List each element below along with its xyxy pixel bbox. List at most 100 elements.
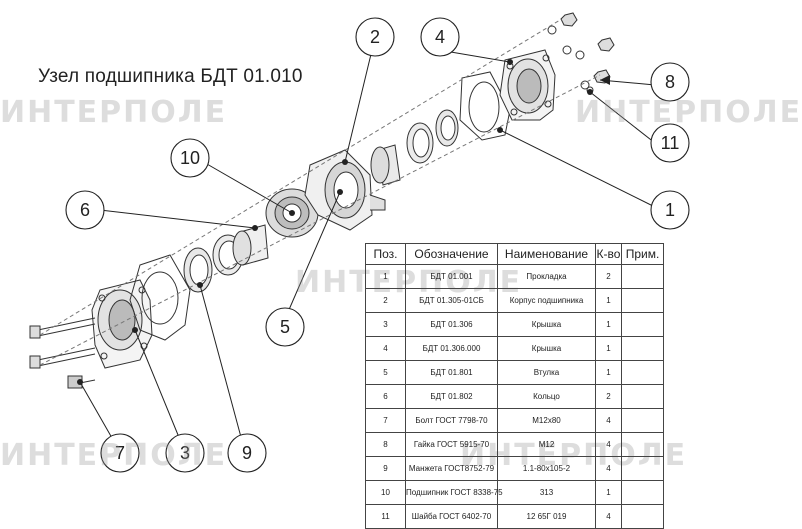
cell-position: 10 (365, 480, 406, 505)
cell-name: Крышка (497, 336, 596, 361)
cell-quantity: 1 (595, 312, 622, 337)
cell-position: 4 (365, 336, 406, 361)
cell-note (621, 480, 664, 505)
cell-quantity: 2 (595, 384, 622, 409)
cell-note (621, 432, 664, 457)
cell-note (621, 384, 664, 409)
cell-name: 313 (497, 480, 596, 505)
cell-note (621, 456, 664, 481)
part-cover-4 (499, 49, 556, 121)
cell-name: Корпус подшипника (497, 288, 596, 313)
callout-circle-6 (65, 190, 105, 230)
cell-quantity: 1 (595, 336, 622, 361)
cell-position: 2 (365, 288, 406, 313)
watermark-logo: ИНТЕРПОЛЕ (575, 95, 802, 130)
callout-circle-2 (355, 17, 395, 57)
callout-label-9: 9 (242, 443, 252, 463)
cell-designation: Шайба ГОСТ 6402-70 (405, 504, 498, 529)
part-sleeve (232, 224, 269, 266)
callout-circle-10 (170, 138, 210, 178)
drawing-title: Узел подшипника БДТ 01.010 (38, 66, 303, 87)
cell-position: 9 (365, 456, 406, 481)
cell-name: Втулка (497, 360, 596, 385)
cell-note (621, 288, 664, 313)
cell-note (621, 360, 664, 385)
header-note: Прим. (621, 243, 664, 265)
watermark-logo: ИНТЕРПОЛЕ (0, 95, 228, 130)
part-sleeve-5 (370, 144, 401, 186)
cell-note (621, 312, 664, 337)
callout-label-3: 3 (180, 443, 190, 463)
cell-name: М12х80 (497, 408, 596, 433)
callout-circle-5 (265, 307, 305, 347)
header-designation: Обозначение (405, 243, 498, 265)
callout-label-1: 1 (665, 200, 675, 220)
cell-position: 3 (365, 312, 406, 337)
parts-table-header: Поз. Обозначение Наименование К-во Прим. (365, 243, 664, 265)
cell-quantity: 4 (595, 504, 622, 529)
cell-designation: Подшипник ГОСТ 8338-75 (405, 480, 503, 505)
cell-name: Прокладка (497, 264, 596, 289)
cell-note (621, 336, 664, 361)
callout-circle-9 (227, 433, 267, 473)
cell-quantity: 1 (595, 360, 622, 385)
cell-quantity: 2 (595, 264, 622, 289)
cell-designation: БДТ 01.001 (405, 264, 498, 289)
part-cover-3 (91, 279, 153, 369)
part-gasket-1-upper (459, 71, 511, 141)
header-name: Наименование (497, 243, 596, 265)
cell-designation: Манжета ГОСТ8752-79 (405, 456, 498, 481)
part-seal-upper (435, 109, 459, 147)
cell-designation: БДТ 01.802 (405, 384, 498, 409)
callout-label-7: 7 (115, 443, 125, 463)
cell-quantity: 4 (595, 432, 622, 457)
cell-position: 6 (365, 384, 406, 409)
cell-position: 1 (365, 264, 406, 289)
callout-circle-4 (420, 17, 460, 57)
cell-quantity: 1 (595, 480, 622, 505)
drawing-canvas: 2 4 8 11 1 10 6 5 7 3 9 Узел подшипника … (0, 12, 800, 529)
callout-label-4: 4 (435, 27, 445, 47)
cell-note (621, 504, 664, 529)
cell-position: 5 (365, 360, 406, 385)
cell-name: Кольцо (497, 384, 596, 409)
parts-table: Поз. Обозначение Наименование К-во Прим.… (365, 243, 664, 529)
cell-designation: БДТ 01.801 (405, 360, 498, 385)
cell-quantity: 4 (595, 456, 622, 481)
cell-position: 8 (365, 432, 406, 457)
cell-designation: БДТ 01.305-01СБ (405, 288, 498, 313)
cell-quantity: 4 (595, 408, 622, 433)
part-ring-6-upper (406, 122, 434, 164)
callout-label-6: 6 (80, 200, 90, 220)
assembly-drawing: 2 4 8 11 1 10 6 5 7 3 9 (29, 12, 690, 473)
cell-name: Крышка (497, 312, 596, 337)
callout-label-10: 10 (180, 148, 200, 168)
watermark-logo: ИНТЕРПОЛЕ (0, 438, 228, 473)
cell-name: 12 65Г 019 (497, 504, 596, 529)
part-gasket-1-lower (129, 254, 191, 341)
cell-position: 11 (365, 504, 406, 529)
part-seal-9 (183, 247, 213, 293)
cell-note (621, 264, 664, 289)
cell-designation: Болт ГОСТ 7798-70 (405, 408, 498, 433)
callout-circle-3 (165, 433, 205, 473)
header-quantity: К-во (595, 243, 622, 265)
leader-dots (77, 59, 610, 385)
cell-designation: Гайка ГОСТ 5915-70 (405, 432, 498, 457)
callout-circle-8 (650, 62, 690, 102)
header-position: Поз. (365, 243, 406, 265)
cell-designation: БДТ 01.306 (405, 312, 498, 337)
cell-designation: БДТ 01.306.000 (405, 336, 498, 361)
callout-label-5: 5 (280, 317, 290, 337)
